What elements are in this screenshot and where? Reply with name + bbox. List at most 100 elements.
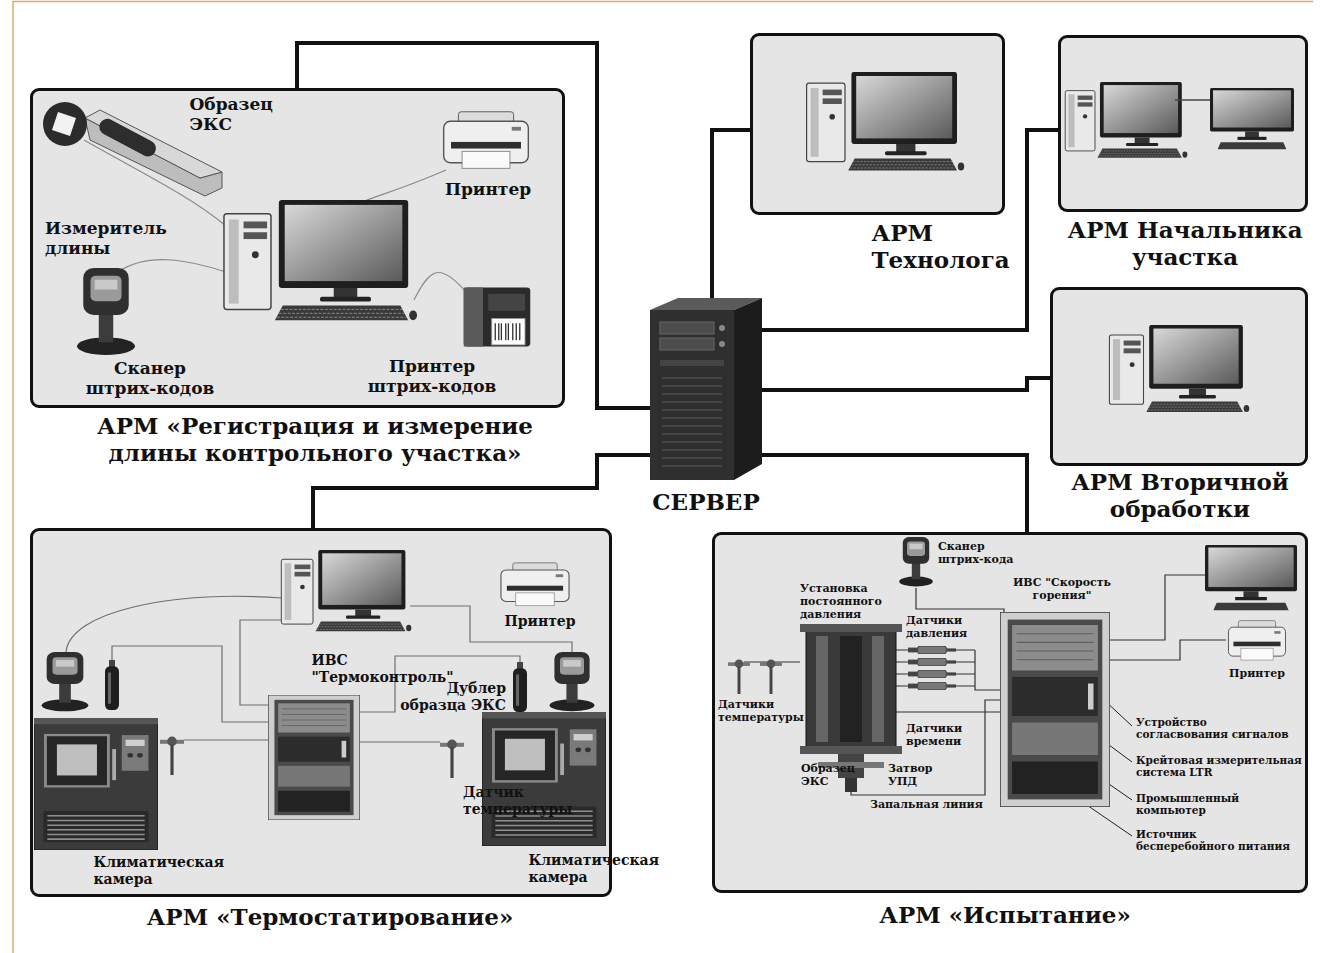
cable: [1175, 99, 1210, 101]
cable: [896, 650, 908, 686]
network-link: [762, 130, 1058, 330]
monitor: [1205, 545, 1297, 610]
part-label: Установка постоянного давления: [800, 582, 813, 621]
cable: [66, 596, 282, 652]
cable: [118, 260, 226, 272]
temperature-sensor: [160, 737, 184, 775]
sample-rod: [96, 116, 158, 159]
box-ground: [31, 529, 611, 896]
heading-text: АРМ «Испытание»: [878, 901, 1132, 928]
cable: [916, 588, 1004, 612]
cable: [414, 272, 466, 300]
desktop-computer: [807, 72, 965, 170]
pressure-vessel: [840, 636, 862, 742]
box-ground: [713, 533, 1307, 892]
label-printer: [464, 288, 531, 347]
instrument-cabinet: [1000, 612, 1110, 807]
pressure-sensor: [908, 670, 956, 678]
temperature-sensor: [760, 659, 782, 694]
pressure-vessel: [800, 624, 902, 792]
desktop-computer: [224, 200, 417, 320]
barcode-scanner: [42, 652, 89, 711]
cable: [956, 650, 1000, 690]
climatic-chamber: [482, 712, 606, 846]
part-label: Датчики времени: [906, 722, 919, 748]
cable: [1110, 575, 1205, 640]
part-label: ИВС "Термоконтроль": [312, 652, 325, 686]
part-label: Источник бесперебойного питания: [1136, 828, 1293, 852]
printer: [1228, 621, 1285, 660]
length-gauge: [52, 112, 76, 136]
part-label: Образец ЭКС: [801, 762, 814, 788]
pressure-vessel: [872, 636, 884, 742]
box-ground: [1059, 36, 1307, 211]
climatic-chamber: [34, 718, 158, 850]
part-label: Принтер: [444, 179, 533, 199]
desktop-computer: [281, 550, 411, 631]
server-node: СЕРВЕР: [650, 298, 762, 480]
pressure-sensor: [908, 658, 956, 666]
heading-text: АРМ Технолога: [872, 219, 885, 273]
workstation-box: АРМ «Регистрация и измерение длины контр…: [30, 88, 565, 408]
part-label: Образец ЭКС: [190, 94, 203, 134]
cable: [1110, 640, 1226, 660]
part-label: Крейтовая измерительная система LTR: [1136, 754, 1305, 778]
printer: [501, 563, 569, 606]
cable: [360, 170, 446, 203]
thermostating-illustration: [34, 550, 606, 850]
desktop-computer: [1065, 82, 1187, 158]
length-gauge: [43, 102, 87, 146]
part-label: Датчики давления: [906, 614, 919, 640]
heading-text: АРМ Вторичной обработки: [1070, 468, 1291, 522]
part-label: Принтер штрих-кодов: [367, 356, 498, 396]
part-label: Климатическая камера: [529, 852, 542, 886]
page-frame: [13, 2, 1313, 953]
registration-illustration: [43, 102, 530, 355]
monitor: [1210, 88, 1294, 149]
desktop-computer: [1109, 325, 1249, 412]
workstation-box: АРМ «Термостатирование»: [30, 528, 612, 897]
pressure-sensor: [908, 682, 956, 690]
heading-text: СЕРВЕР: [651, 488, 761, 515]
workstation-box: АРМ Вторичной обработки: [1050, 287, 1308, 466]
network-link: [712, 130, 750, 298]
part-label: ИВС "Скорость горения": [1012, 576, 1113, 602]
part-label: Датчик температуры: [463, 784, 476, 818]
barcode-scanner: [550, 652, 595, 711]
cable: [360, 741, 440, 742]
pressure-vessel: [800, 746, 902, 754]
part-label: Принтер: [1228, 667, 1286, 680]
barcode-scanner: [899, 537, 933, 586]
temperature-sensor: [728, 659, 750, 694]
cable: [112, 646, 268, 722]
shutter: [818, 762, 884, 768]
workstation-box: АРМ Технолога: [750, 33, 1005, 215]
box-ground: [1051, 288, 1307, 465]
part-label: Запальная линия: [870, 798, 985, 811]
instrument-cabinet: [268, 695, 360, 820]
part-label: Промышленный компьютер: [1136, 792, 1149, 816]
part-label: Климатическая камера: [94, 854, 107, 888]
pressure-vessel: [816, 636, 828, 742]
cable: [240, 620, 282, 705]
part-label: Принтер: [503, 613, 577, 630]
box-grounds: [31, 34, 1307, 896]
part-label: Затвор УПД: [888, 762, 901, 788]
box-ground: [31, 89, 564, 407]
heading-text: АРМ «Регистрация и измерение длины контр…: [96, 412, 534, 466]
network-link: [297, 43, 650, 408]
temperature-sensor: [440, 740, 464, 778]
sample-dubler: [513, 662, 527, 712]
network-link: [762, 378, 1050, 390]
workstation-box: АРМ Начальника участка: [1058, 35, 1308, 212]
sample-holder: [845, 778, 857, 792]
barcode-scanner: [77, 268, 135, 355]
part-label: Датчики температуры: [718, 698, 731, 724]
part-label: Дублер образца ЭКС: [398, 680, 506, 714]
server-tower: [650, 298, 762, 480]
pressure-vessel: [800, 624, 902, 632]
cable: [184, 739, 268, 740]
box-ground: [751, 34, 1004, 214]
pressure-sensor: [908, 646, 956, 654]
